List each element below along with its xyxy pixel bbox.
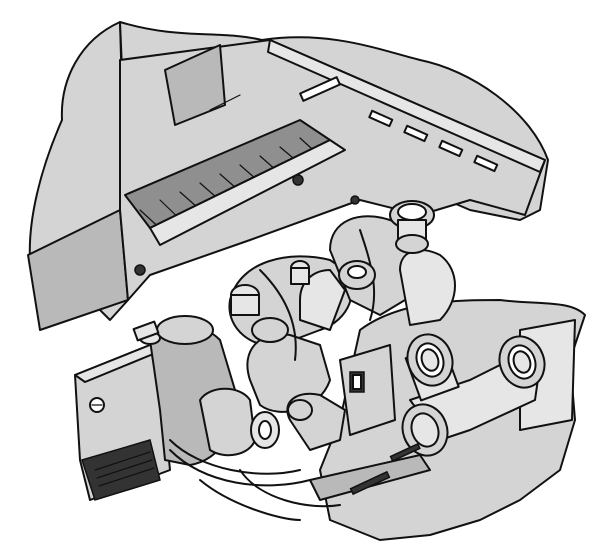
pipe-stub-left bbox=[230, 284, 289, 343]
connection-fitting-right bbox=[401, 333, 546, 457]
circulation-pump bbox=[74, 344, 171, 501]
diverter-valve bbox=[339, 344, 396, 436]
fan-tab bbox=[164, 44, 226, 126]
heat-exchanger-fins bbox=[124, 119, 346, 246]
return-fitting-top bbox=[389, 200, 435, 254]
lower-bracket bbox=[309, 454, 431, 501]
pipe-stub-center bbox=[290, 260, 310, 285]
casing-mounting-slots bbox=[134, 76, 499, 276]
lower-slot bbox=[349, 470, 391, 496]
casing-front-lip bbox=[267, 39, 546, 173]
elbow-fitting-mid bbox=[338, 260, 376, 290]
pump-outlet bbox=[199, 387, 313, 457]
lower-slot-2 bbox=[389, 442, 421, 463]
pump-hoses bbox=[169, 439, 341, 521]
